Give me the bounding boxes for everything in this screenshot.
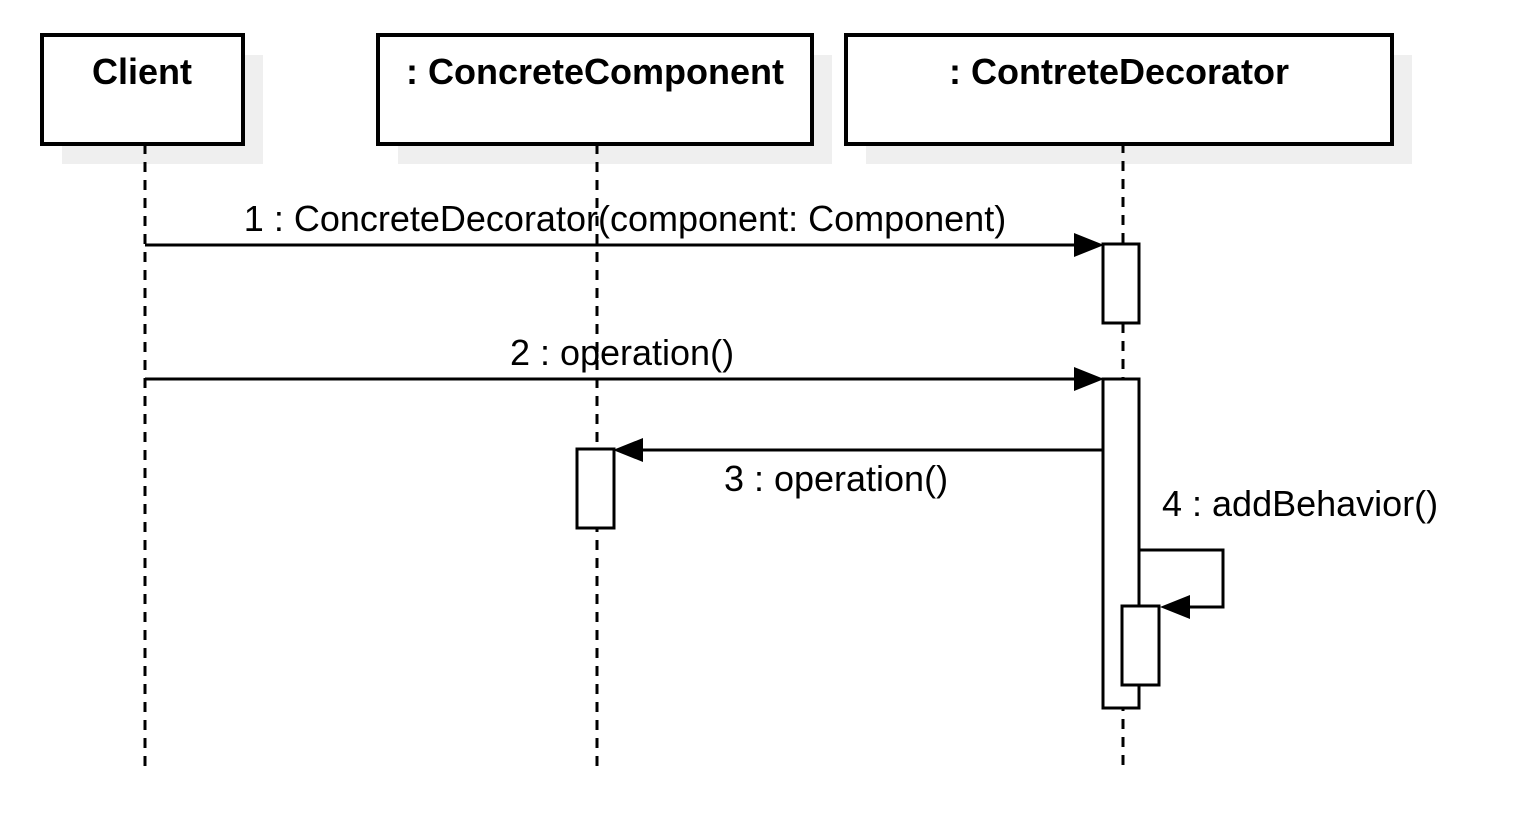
participant-label: : ConcreteComponent — [406, 51, 784, 92]
message-1: 1 : ConcreteDecorator(component: Compone… — [145, 198, 1104, 257]
message-2-label: 2 : operation() — [510, 332, 734, 373]
participant-concrete-component: : ConcreteComponent — [376, 33, 814, 146]
message-3-label: 3 : operation() — [724, 458, 948, 499]
message-4-self-call: 4 : addBehavior() — [1139, 483, 1438, 619]
participant-concrete-decorator: : ContreteDecorator — [844, 33, 1394, 146]
message-4-arrowhead — [1160, 595, 1190, 619]
activation-decorator-msg4 — [1120, 604, 1161, 687]
participant-box — [376, 33, 814, 146]
activation-decorator-msg1 — [1101, 242, 1141, 325]
message-2-arrowhead — [1074, 367, 1104, 391]
message-3-arrowhead — [613, 438, 643, 462]
participant-label: : ContreteDecorator — [949, 51, 1289, 92]
message-1-label: 1 : ConcreteDecorator(component: Compone… — [244, 198, 1006, 239]
message-4-label: 4 : addBehavior() — [1162, 483, 1438, 524]
message-1-arrowhead — [1074, 233, 1104, 257]
participant-box — [40, 33, 245, 146]
activation-concrete-component-msg3 — [575, 447, 616, 530]
participant-box — [844, 33, 1394, 146]
participant-client: Client — [40, 33, 245, 146]
message-3: 3 : operation() — [613, 438, 1103, 499]
participant-label: Client — [92, 51, 192, 92]
message-2: 2 : operation() — [145, 332, 1104, 391]
message-4-line — [1139, 548, 1225, 609]
